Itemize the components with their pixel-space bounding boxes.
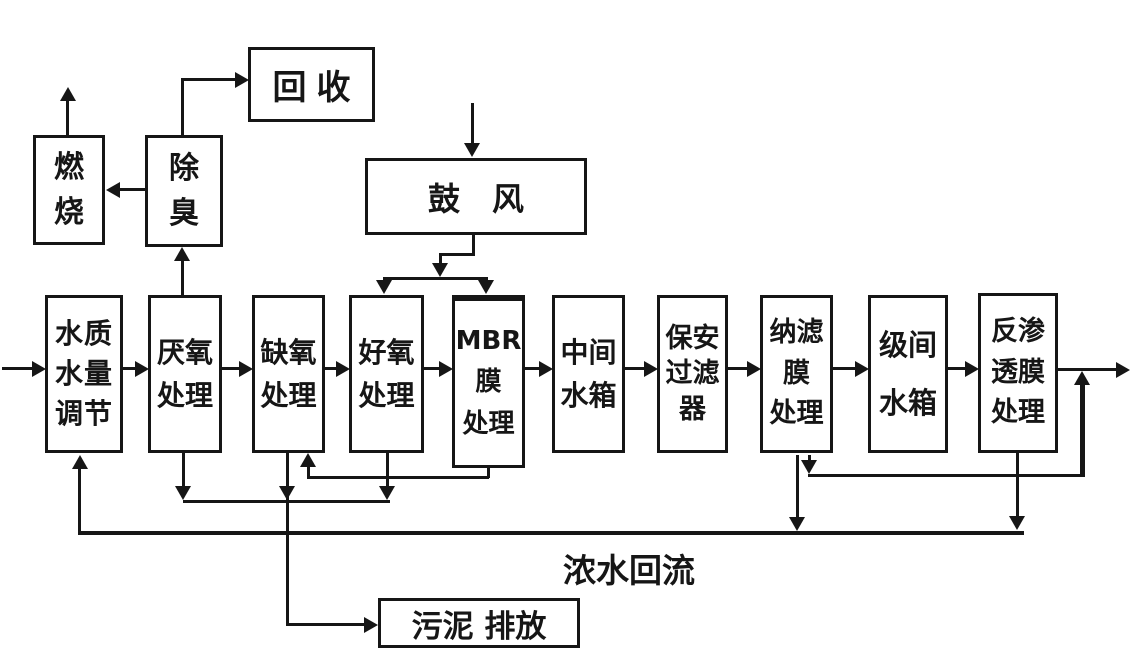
- flow-line-chuchou-to-huishou: [181, 78, 236, 81]
- arrowhead: [60, 87, 76, 101]
- node-label: 燃 烧: [54, 150, 84, 230]
- node-label: 鼓 风: [427, 179, 524, 218]
- flow-line: [222, 367, 240, 370]
- flow-line: [948, 367, 966, 370]
- flow-line-haoyang-sludge: [386, 453, 389, 488]
- arrowhead: [174, 247, 190, 261]
- node-label: 保安 过滤 器: [665, 323, 720, 425]
- flow-line: [123, 367, 136, 370]
- node-label: 好氧 处理: [358, 335, 415, 412]
- flow-line-nalv-bypass: [808, 474, 1085, 477]
- flow-line: [325, 367, 337, 370]
- node-label: 级间 水箱: [878, 328, 937, 420]
- node-gufeng: 鼓 风: [365, 158, 587, 235]
- arrowhead: [235, 72, 249, 88]
- arrowhead: [965, 361, 979, 377]
- flow-line-chuchou-to-ranshao: [120, 188, 145, 191]
- arrowhead: [801, 460, 817, 474]
- flow-line-air-split: [383, 277, 488, 280]
- node-label: 除 臭: [169, 151, 199, 231]
- flow-line-mbr-return: [487, 466, 490, 478]
- arrowhead: [644, 361, 658, 377]
- flow-line-yanyang-sludge: [182, 453, 185, 488]
- flow-line-mbr-return: [307, 476, 489, 479]
- node-jijian: 级间 水箱: [868, 295, 948, 453]
- flow-line-nalv-bypass: [808, 455, 811, 462]
- node-fanshentou: 反渗 透膜 处理: [978, 293, 1058, 453]
- flow-line-ranshao-exhaust: [66, 100, 69, 136]
- node-label: 缺氧 处理: [260, 335, 317, 412]
- arrowhead: [432, 263, 448, 277]
- arrowhead: [789, 517, 805, 531]
- arrowhead: [32, 361, 46, 377]
- arrowhead: [855, 361, 869, 377]
- node-label: 中间 水箱: [560, 335, 617, 412]
- node-tiaojie: 水质 水量 调节: [45, 295, 123, 453]
- node-label: MBR 膜 处理: [455, 325, 522, 439]
- arrowhead: [72, 455, 88, 469]
- arrowhead: [364, 617, 378, 633]
- flow-line-inlet: [2, 367, 33, 370]
- node-yanyang: 厌氧 处理: [148, 295, 222, 453]
- arrowhead: [464, 143, 480, 157]
- arrowhead: [300, 453, 316, 467]
- node-ranshao: 燃 烧: [33, 135, 105, 245]
- arrowhead: [478, 280, 494, 294]
- flow-line: [625, 367, 645, 370]
- flow-line-concentrate-return: [78, 531, 1024, 535]
- flow-line-gufeng-out: [439, 253, 475, 256]
- flow-line: [525, 367, 540, 370]
- node-queyang: 缺氧 处理: [252, 295, 325, 453]
- flow-line-air-inlet: [471, 103, 474, 145]
- node-wuni: 污泥 排放: [378, 598, 580, 648]
- node-label: 反渗 透膜 处理: [991, 316, 1045, 429]
- node-label: 回收: [272, 68, 361, 108]
- flow-line-yanyang-to-chuchou: [181, 258, 184, 296]
- arrowhead: [1074, 371, 1090, 385]
- flow-line-sludge-collector: [183, 500, 390, 503]
- arrowhead: [379, 486, 395, 500]
- arrowhead: [376, 280, 392, 294]
- flow-line: [833, 367, 856, 370]
- flow-line-air-to-mbr: [485, 277, 488, 282]
- arrowhead: [336, 361, 350, 377]
- arrowhead: [539, 361, 553, 377]
- arrowhead: [747, 361, 761, 377]
- flow-line-chuchou-to-huishou: [181, 78, 184, 136]
- node-label: 纳滤 膜 处理: [769, 317, 824, 430]
- flow-line-sludge-out: [286, 623, 365, 626]
- flow-line-outlet: [1058, 368, 1116, 371]
- node-huishou: 回收: [248, 47, 375, 122]
- node-haoyang: 好氧 处理: [349, 295, 424, 453]
- flow-line-air-to-haoyang: [383, 277, 386, 282]
- arrowhead: [279, 486, 295, 500]
- flow-line-mbr-return: [307, 465, 310, 478]
- arrowhead: [106, 182, 120, 198]
- arrowhead: [1116, 362, 1130, 378]
- node-label: 污泥 排放: [411, 608, 547, 645]
- label-concentrate-return: 浓水回流: [563, 551, 695, 590]
- node-nalv: 纳滤 膜 处理: [760, 295, 833, 453]
- node-label: 水质 水量 调节: [54, 317, 113, 430]
- arrowhead: [439, 361, 453, 377]
- flow-line-concentrate-return: [78, 467, 81, 532]
- arrowhead: [239, 361, 253, 377]
- flow-line-gufeng-out: [472, 234, 475, 255]
- node-baoan: 保安 过滤 器: [657, 295, 728, 453]
- flow-line-gufeng-out: [439, 253, 442, 265]
- flow-line-nalv-concentrate: [796, 455, 799, 519]
- node-chuchou: 除 臭: [145, 135, 223, 247]
- arrowhead: [1009, 516, 1025, 530]
- arrowhead: [175, 486, 191, 500]
- node-label: 厌氧 处理: [156, 335, 213, 412]
- flow-line-bypass-riser: [1080, 383, 1085, 475]
- flow-line: [728, 367, 748, 370]
- node-mbr: MBR 膜 处理: [452, 295, 525, 468]
- flow-line-queyang-sludge: [286, 453, 289, 625]
- arrowhead: [135, 361, 149, 377]
- flow-line: [424, 367, 440, 370]
- node-zhongjian: 中间 水箱: [552, 295, 625, 453]
- flow-line-ro-concentrate: [1016, 453, 1019, 518]
